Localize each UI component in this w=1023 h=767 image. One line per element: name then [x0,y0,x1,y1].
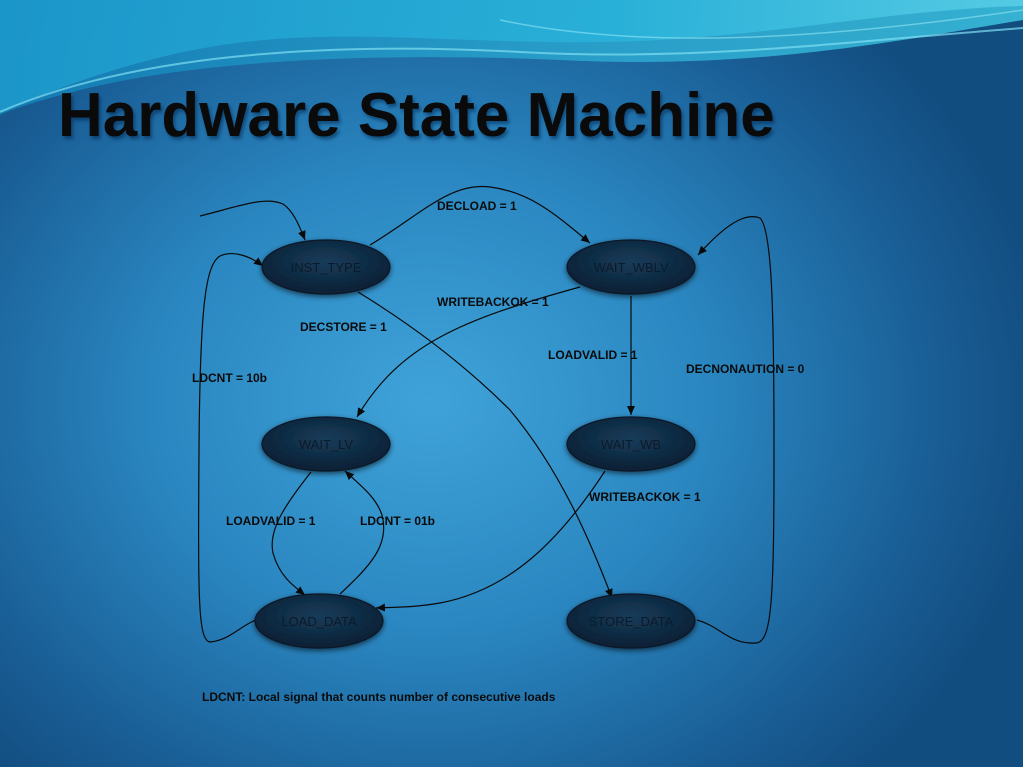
label-decload: DECLOAD = 1 [437,199,517,213]
label-writebackok-bottom: WRITEBACKOK = 1 [589,490,701,504]
wave-line [0,27,1023,113]
state-wait-lv: WAIT_LV [261,416,391,472]
label-writebackok-top: WRITEBACKOK = 1 [437,295,549,309]
wave-line [499,9,1023,39]
label-ldcnt-01b: LDCNT = 01b [360,514,436,528]
footnote: LDCNT: Local signal that counts number o… [202,690,556,704]
wave-band-front [0,0,1023,112]
edge-load-data-to-inst-type [198,253,264,643]
state-wait-wblv: WAIT_WBLV [566,239,696,295]
edge-store-data-to-wait-wblv [696,216,775,644]
edge-wait-lv-to-load-data [271,471,312,596]
svg-text:LOAD_DATA: LOAD_DATA [281,614,357,629]
label-loadvalid-left: LOADVALID = 1 [226,514,316,528]
state-inst-type: INST_TYPE [261,239,391,295]
svg-text:INST_TYPE: INST_TYPE [291,260,362,275]
slide-title: Hardware State Machine [58,81,775,150]
edge-inst-type-to-wait-wblv [369,185,591,246]
state-store-data: STORE_DATA [566,593,696,649]
svg-text:WAIT_WBLV: WAIT_WBLV [593,260,668,275]
edge-load-data-to-wait-lv [339,470,385,595]
label-loadvalid-right: LOADVALID = 1 [548,348,638,362]
edge-wait-wb-to-load-data [375,470,606,612]
edge-wait-wblv-to-wait-lv [356,286,581,418]
label-decstore: DECSTORE = 1 [300,320,387,334]
state-wait-wb: WAIT_WB [566,416,696,472]
state-load-data: LOAD_DATA [254,593,384,649]
label-ldcnt-10b: LDCNT = 10b [192,371,268,385]
svg-text:STORE_DATA: STORE_DATA [589,614,674,629]
edge-entry-to-inst-type [199,200,306,241]
svg-text:WAIT_LV: WAIT_LV [299,437,354,452]
edge-inst-type-to-store-data [357,291,613,599]
label-decnonaution: DECNONAUTION = 0 [686,362,805,376]
svg-text:WAIT_WB: WAIT_WB [601,437,661,452]
